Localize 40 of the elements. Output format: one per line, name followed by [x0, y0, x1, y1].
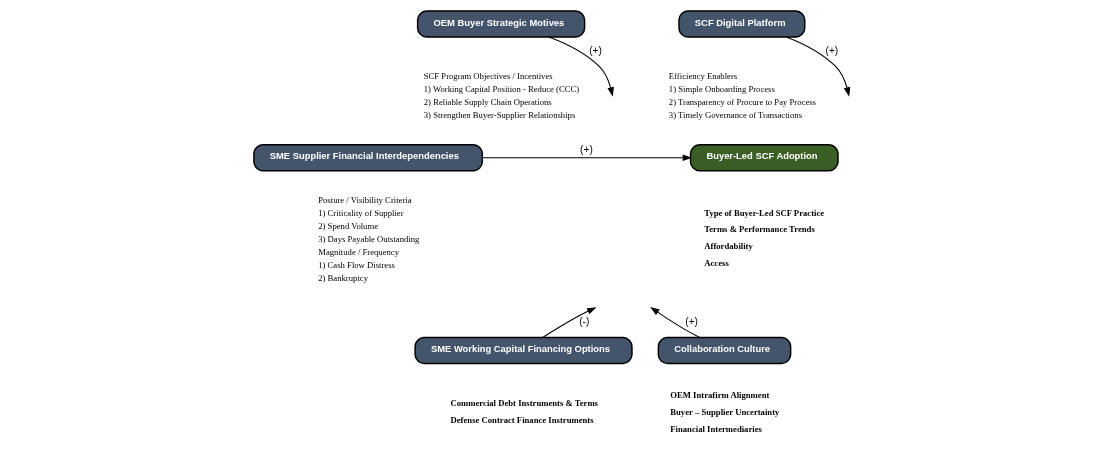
node-label: 3) Timely Governance of Transactions — [668, 110, 802, 121]
node-label: Affordability — [703, 240, 753, 251]
node-label: 2) Transparency of Procure to Pay Process — [668, 97, 816, 107]
edge-label: (-) — [578, 316, 589, 328]
node-label: SCF Program Objectives / Incentives — [423, 70, 553, 81]
node-box: SCF Digital Platform — [677, 10, 805, 38]
edge-label: (+) — [825, 45, 838, 57]
node-label: Type of Buyer-Led SCF Practice — [703, 207, 824, 218]
arrow — [541, 307, 596, 339]
node-label: 2) Reliable Supply Chain Operations — [423, 97, 552, 107]
node-label: Access — [703, 257, 729, 268]
node-label: 1) Criticality of Supplier — [317, 207, 404, 218]
edge-label: (+) — [579, 143, 593, 155]
edge-label: (+) — [684, 316, 698, 328]
node-box: SME Supplier Financial Interdependencies — [252, 143, 483, 172]
arrow — [649, 306, 700, 338]
node-label: Defense Contract Finance Instruments — [450, 414, 594, 425]
node-label: Buyer – Supplier Uncertainty — [669, 406, 779, 417]
node-label: 1) Cash Flow Distress — [317, 259, 395, 270]
arrow — [547, 36, 614, 97]
node-label: Commercial Debt Instruments & Terms — [450, 398, 598, 409]
node-box: Collaboration Culture — [657, 336, 791, 365]
node-label: Financial Intermediaries — [669, 423, 762, 434]
node-box: SME Working Capital Financing Options — [413, 336, 633, 365]
node-label: 2) Spend Volume — [317, 220, 378, 231]
arrow — [481, 154, 692, 161]
node-box: OEM Buyer Strategic Motives — [416, 10, 585, 38]
arrow — [785, 36, 850, 97]
node-label: Posture / Visibility Criteria — [317, 194, 412, 205]
node-label: OEM Intrafirm Alignment — [669, 390, 769, 401]
node-label: 1) Simple Onboarding Process — [668, 83, 775, 94]
node-label: Magnitude / Frequency — [317, 246, 399, 257]
node-label: 3) Days Payable Outstanding — [317, 233, 419, 244]
edge-label: (+) — [588, 45, 602, 57]
node-label: Efficiency Enablers — [668, 70, 737, 81]
node-label: Terms & Performance Trends — [703, 224, 815, 235]
node-label: 2) Bankruptcy — [317, 272, 368, 283]
node-label: 3) Strengthen Buyer-Supplier Relationships — [423, 110, 575, 121]
node-label: 1) Working Capital Position - Reduce (CCC) — [423, 83, 579, 94]
node-box: Buyer-Led SCF Adoption — [689, 143, 839, 172]
